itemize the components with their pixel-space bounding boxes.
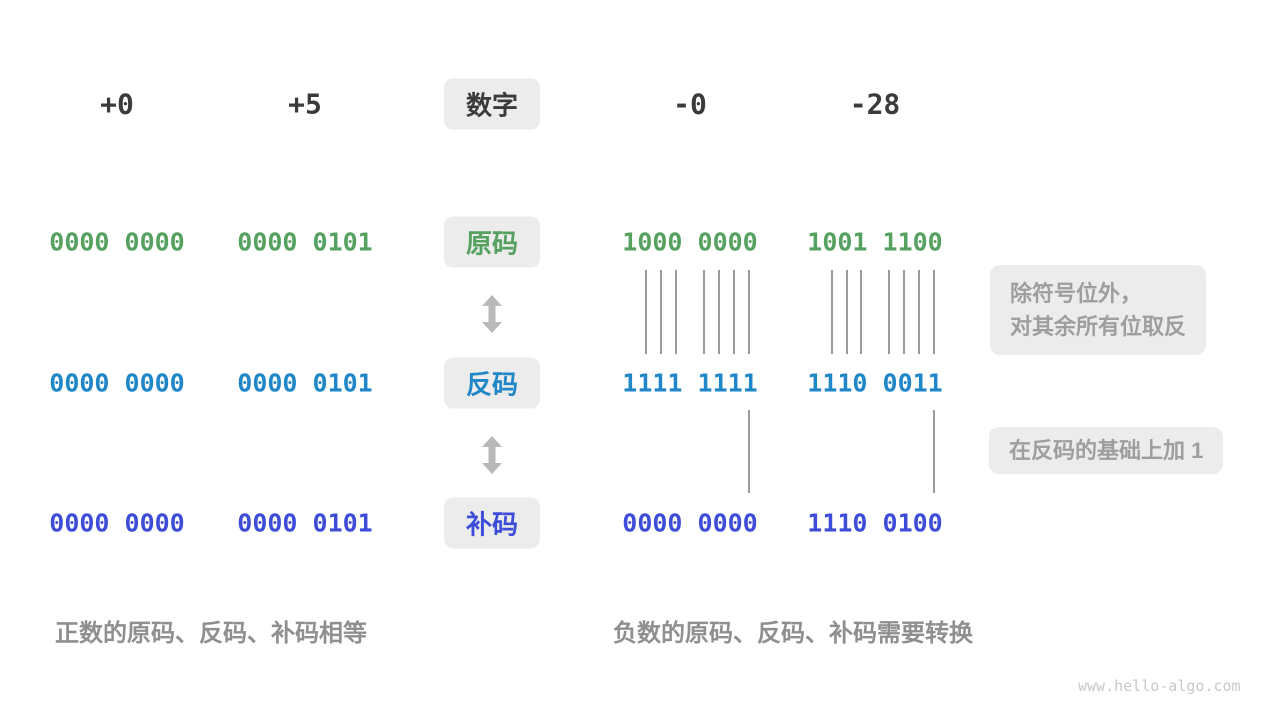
connector-line — [703, 270, 705, 354]
ones-complement-value: 1110 0011 — [807, 368, 943, 398]
flip-annotation-line1: 除符号位外， — [1010, 281, 1143, 306]
ones-complement-label-box: 反码 — [443, 357, 541, 409]
header-number-plus5: +5 — [288, 87, 322, 121]
connector-line — [733, 270, 735, 354]
twos-complement-label-box: 补码 — [443, 497, 541, 549]
connector-line — [748, 270, 750, 354]
swap-arrow-icon — [481, 295, 503, 333]
connector-line — [645, 270, 647, 354]
add-one-annotation-box: 在反码的基础上加 1 — [989, 427, 1224, 474]
sign-magnitude-value: 1001 1100 — [807, 227, 943, 257]
connector-line — [933, 410, 935, 493]
flip-annotation-line2: 对其余所有位取反 — [1010, 314, 1187, 339]
twos-complement-value: 0000 0000 — [49, 508, 185, 538]
ones-complement-value: 0000 0101 — [237, 368, 373, 398]
twos-complement-value: 0000 0000 — [622, 508, 758, 538]
flip-annotation-box: 除符号位外， 对其余所有位取反 — [990, 265, 1207, 355]
connector-line — [903, 270, 905, 354]
sign-magnitude-value: 0000 0101 — [237, 227, 373, 257]
connector-line — [888, 270, 890, 354]
header-number-minus0: -0 — [673, 87, 707, 121]
connector-line — [831, 270, 833, 354]
connector-line — [718, 270, 720, 354]
positive-numbers-caption: 正数的原码、反码、补码相等 — [55, 620, 367, 647]
connector-line — [918, 270, 920, 354]
negative-numbers-caption: 负数的原码、反码、补码需要转换 — [613, 620, 973, 647]
connector-line — [846, 270, 848, 354]
watermark-url: www.hello-algo.com — [1078, 677, 1241, 695]
sign-magnitude-value: 1000 0000 — [622, 227, 758, 257]
connector-line — [748, 410, 750, 493]
header-number-minus28: -28 — [849, 87, 901, 121]
connector-line — [933, 270, 935, 354]
connector-line — [660, 270, 662, 354]
ones-complement-value: 1111 1111 — [622, 368, 758, 398]
connector-line — [675, 270, 677, 354]
sign-magnitude-value: 0000 0000 — [49, 227, 185, 257]
header-number-plus0: +0 — [100, 87, 134, 121]
twos-complement-value: 1110 0100 — [807, 508, 943, 538]
connector-line — [860, 270, 862, 354]
twos-complement-value: 0000 0101 — [237, 508, 373, 538]
sign-magnitude-label-box: 原码 — [443, 216, 541, 268]
ones-complement-value: 0000 0000 — [49, 368, 185, 398]
number-tag-box: 数字 — [443, 78, 541, 130]
swap-arrow-icon — [481, 436, 503, 474]
